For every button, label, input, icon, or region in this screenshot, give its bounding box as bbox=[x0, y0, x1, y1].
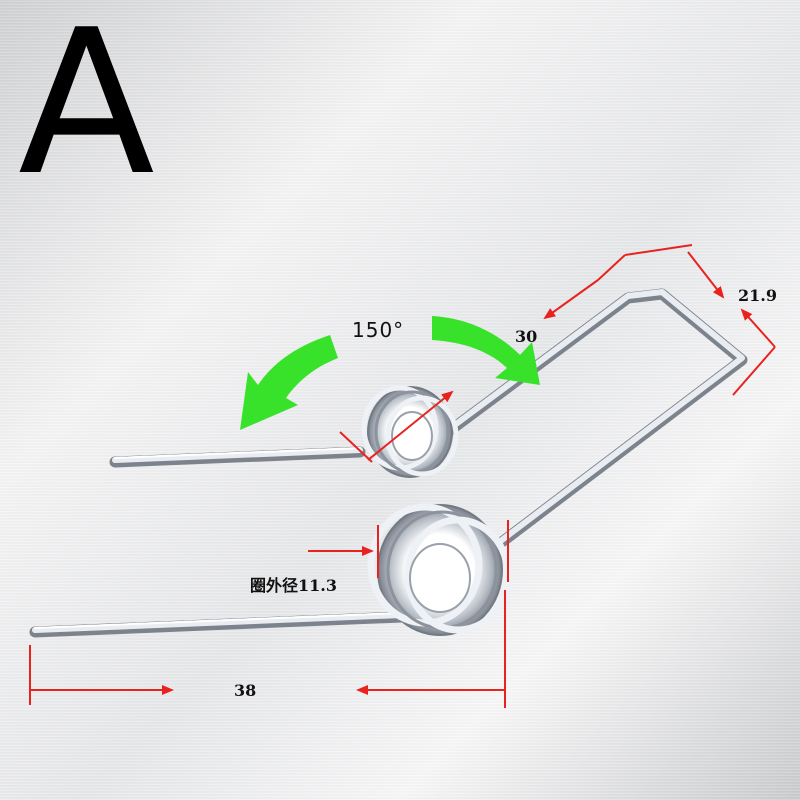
angle-label: 150° bbox=[352, 318, 405, 342]
variant-letter: A bbox=[18, 0, 155, 220]
total-length-label: 38 bbox=[234, 681, 257, 700]
rotation-arrow-right bbox=[432, 316, 540, 385]
coil-diameter-label: 圈外径11.3 bbox=[250, 576, 337, 595]
rotation-arrow-left bbox=[240, 335, 338, 430]
spring-wire bbox=[29, 288, 748, 638]
leg-width-label: 21.9 bbox=[738, 286, 777, 305]
arm-length-label: 30 bbox=[515, 327, 538, 346]
dimension-lines bbox=[29, 244, 776, 708]
